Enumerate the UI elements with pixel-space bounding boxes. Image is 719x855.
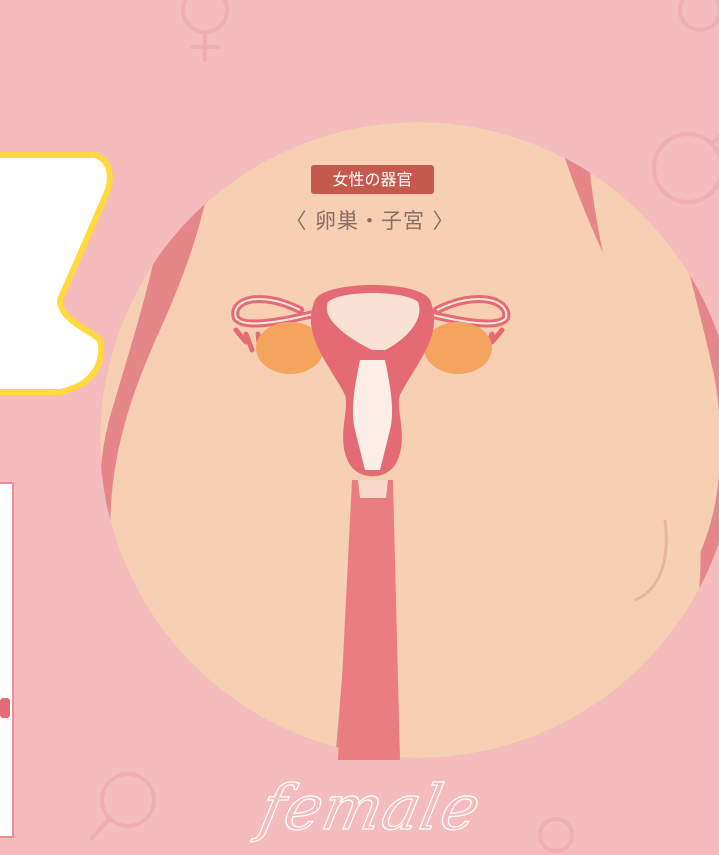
side-panel: [0, 483, 13, 837]
right-ovary: [424, 322, 492, 374]
female-symbol-icon: [92, 774, 154, 838]
female-script-text: female: [252, 760, 472, 855]
male-symbol-icon: [540, 819, 572, 851]
male-symbol-icon: [654, 134, 719, 202]
organ-subtitle: 〈 卵巣・子宮 〉: [250, 206, 490, 236]
female-symbol-icon: [183, 0, 227, 60]
organ-category-badge: 女性の器官: [311, 165, 434, 194]
side-panel-marker: [0, 698, 10, 718]
callout-shape: [0, 155, 110, 392]
male-symbol-icon: [680, 0, 719, 30]
